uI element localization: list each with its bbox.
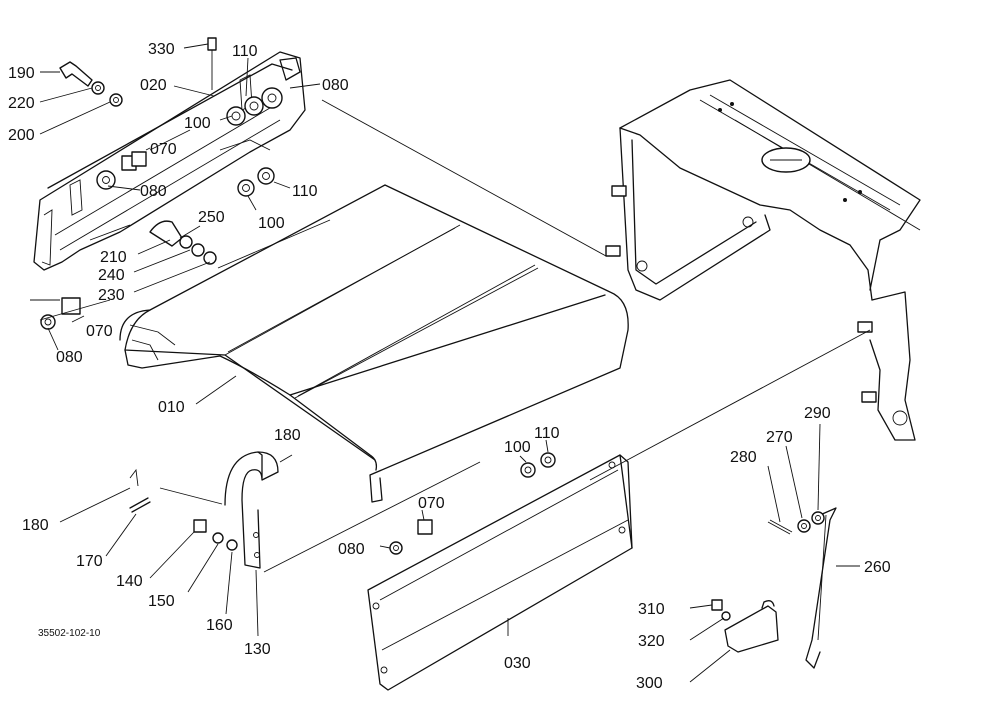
label-110: 110 — [292, 183, 318, 200]
label-230: 230 — [98, 287, 125, 304]
drawing-reference: 35502-102-10 — [38, 628, 101, 639]
label-330: 330 — [148, 41, 175, 58]
label-110: 110 — [232, 43, 258, 60]
label-290: 290 — [804, 405, 831, 422]
label-180: 180 — [274, 427, 301, 444]
hinge-130 — [129, 451, 293, 569]
part-number-labels: 330 110 190 220 020 080 200 100 070 080 … — [8, 41, 891, 692]
label-080: 080 — [56, 349, 83, 366]
label-260: 260 — [864, 559, 891, 576]
label-180: 180 — [22, 517, 49, 534]
label-080: 080 — [338, 541, 365, 558]
label-080: 080 — [140, 183, 167, 200]
label-210: 210 — [100, 249, 127, 266]
label-270: 270 — [766, 429, 793, 446]
hardware-top-left — [30, 37, 283, 330]
label-240: 240 — [98, 267, 125, 284]
label-310: 310 — [638, 601, 665, 618]
label-320: 320 — [638, 633, 665, 650]
label-160: 160 — [206, 617, 233, 634]
panel-030 — [367, 452, 633, 691]
label-100: 100 — [258, 215, 285, 232]
label-200: 200 — [8, 127, 35, 144]
leader-lines — [39, 43, 871, 683]
label-110: 110 — [534, 425, 560, 442]
label-140: 140 — [116, 573, 143, 590]
label-220: 220 — [8, 95, 35, 112]
label-070: 070 — [418, 495, 445, 512]
label-130: 130 — [244, 641, 271, 658]
label-150: 150 — [148, 593, 175, 610]
label-010: 010 — [158, 399, 185, 416]
label-250: 250 — [198, 209, 225, 226]
hood-010 — [119, 184, 629, 503]
label-070: 070 — [150, 141, 177, 158]
label-100: 100 — [184, 115, 211, 132]
label-030: 030 — [504, 655, 531, 672]
bracket-300 — [711, 599, 779, 653]
label-100: 100 — [504, 439, 531, 456]
label-280: 280 — [730, 449, 757, 466]
label-080: 080 — [322, 77, 349, 94]
label-190: 190 — [8, 65, 35, 82]
label-070: 070 — [86, 323, 113, 340]
label-170: 170 — [76, 553, 103, 570]
label-020: 020 — [140, 77, 167, 94]
label-300: 300 — [636, 675, 663, 692]
rod-260 — [767, 507, 837, 669]
frame-right — [605, 79, 921, 441]
